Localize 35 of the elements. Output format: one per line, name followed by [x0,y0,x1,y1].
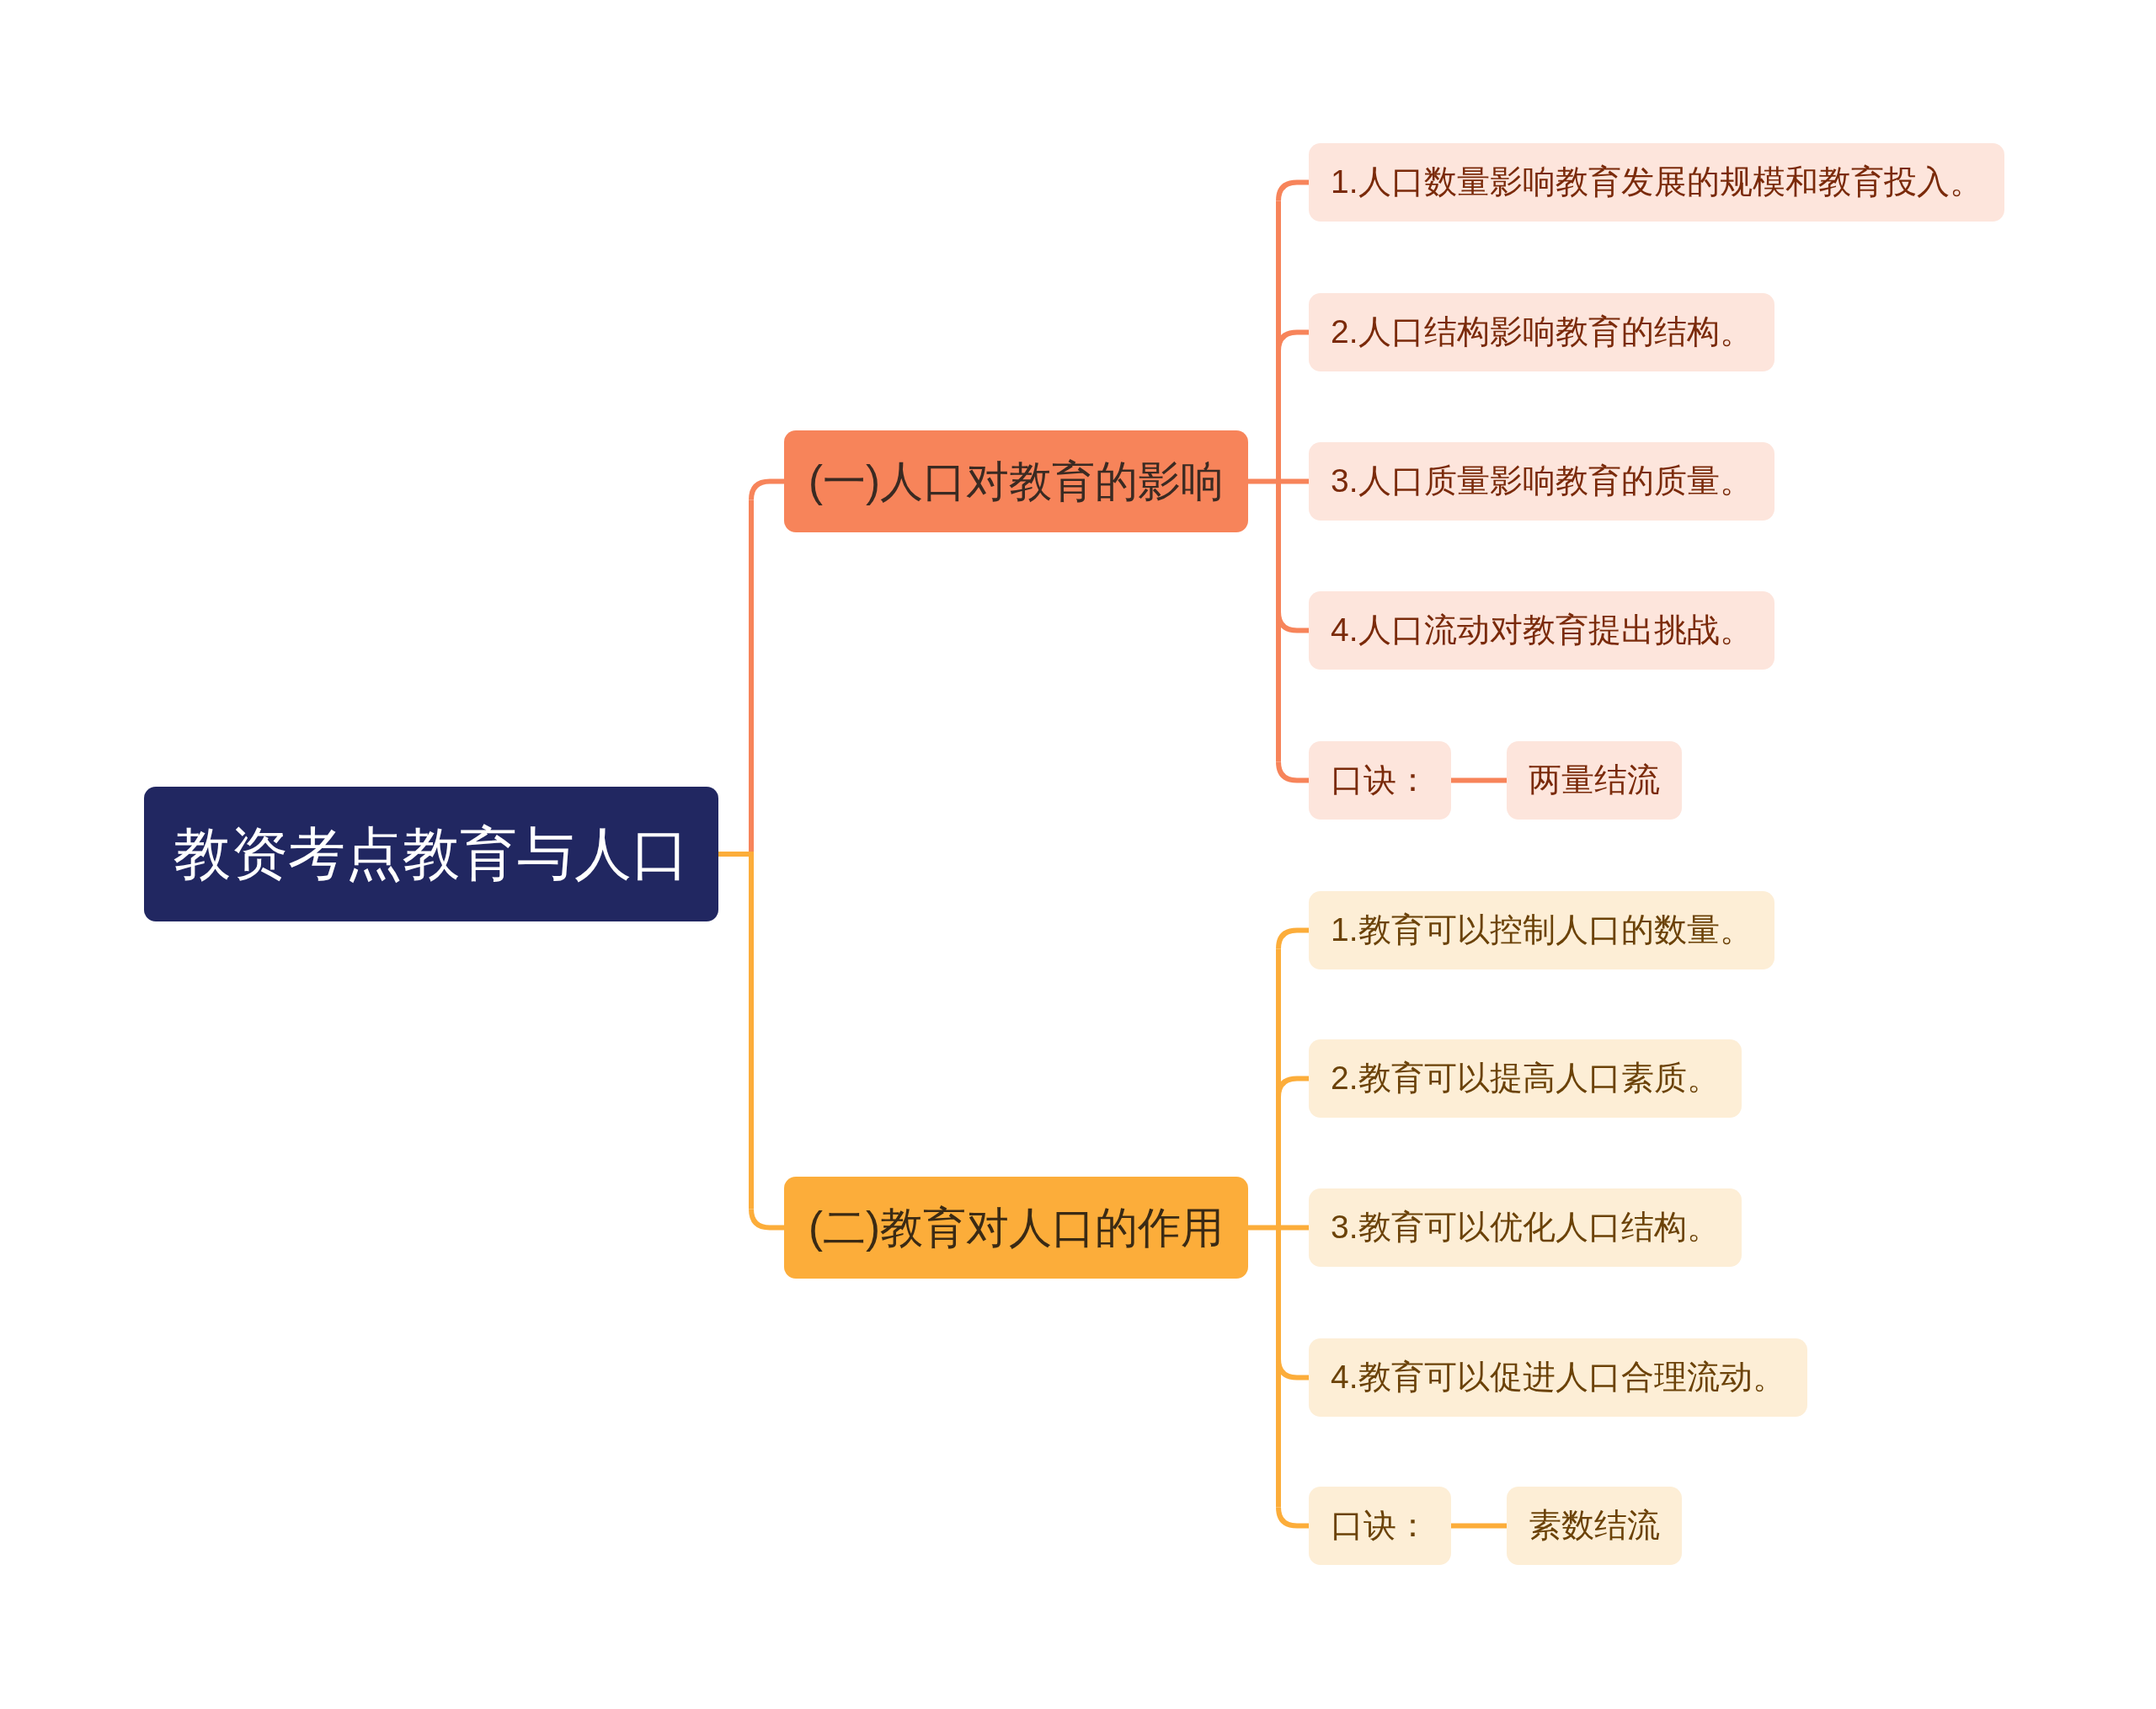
connector-line [1276,1507,1309,1529]
subtopic-box: 两量结流 [1507,741,1682,820]
connector-line [1276,761,1309,783]
connector-line [1276,329,1309,351]
connector-line [1451,777,1507,783]
connector-line [1276,1225,1281,1508]
subtopic-box: 1.人口数量影响教育发展的规模和教育投入。 [1309,143,2004,222]
subtopic-box: 口诀： [1309,741,1451,820]
root-topic-box: 教资考点教育与人口 [144,787,718,921]
subtopic-box: 4.人口流动对教育提出挑战。 [1309,591,1774,670]
connector-line [1247,478,1278,484]
connector-line [1278,1225,1309,1231]
connector-line [1451,1523,1507,1529]
connector-line [749,852,754,1210]
subtopic-box: 4.教育可以促进人口合理流动。 [1309,1338,1807,1417]
subtopic-box: 3.人口质量影响教育的质量。 [1309,442,1774,521]
connector-line [1278,478,1309,484]
connector-line [1276,179,1309,201]
connector-line [1247,1225,1278,1231]
subtopic-box: 2.人口结构影响教育的结构。 [1309,293,1774,371]
connector-line [718,852,751,857]
connector-line [1276,612,1309,633]
subtopic-box: 1.教育可以控制人口的数量。 [1309,891,1774,969]
topic-box: (一)人口对教育的影响 [784,430,1248,532]
subtopic-box: 素数结流 [1507,1487,1682,1565]
connector-line [1276,927,1309,949]
subtopic-box: 3.教育可以优化人口结构。 [1309,1188,1742,1267]
connector-line [1276,478,1281,762]
subtopic-box: 口诀： [1309,1487,1451,1565]
topic-box: (二)教育对人口的作用 [784,1177,1248,1279]
connector-line [1276,1076,1309,1097]
connector-line [749,478,784,500]
subtopic-box: 2.教育可以提高人口素质。 [1309,1039,1742,1118]
connector-line [749,1209,784,1231]
connector-line [1276,1359,1309,1381]
